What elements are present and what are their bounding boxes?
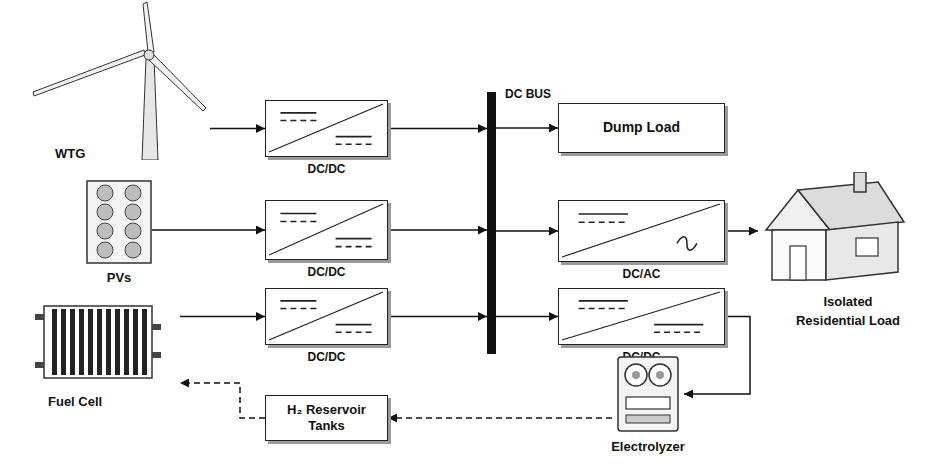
node-label: WTG bbox=[55, 146, 85, 161]
converter-box: DC/AC bbox=[558, 200, 725, 262]
elec-illustration bbox=[612, 355, 684, 433]
connector-arrow bbox=[388, 316, 487, 318]
fc-illustration bbox=[30, 300, 180, 390]
dump-load-box: Dump Load bbox=[558, 103, 725, 153]
label-slot: DC/DC bbox=[266, 159, 387, 177]
dc-dc-symbol bbox=[559, 289, 723, 343]
dc-ac-symbol bbox=[559, 201, 723, 260]
wtg-illustration bbox=[30, 0, 210, 160]
label-slot: DC/DC bbox=[266, 262, 387, 280]
house-illustration bbox=[758, 172, 908, 287]
connector-arrow bbox=[210, 128, 265, 130]
connector-arrow bbox=[725, 230, 758, 232]
node-label: DC/DC bbox=[308, 162, 346, 176]
label-slot: Fuel Cell bbox=[48, 392, 102, 410]
label-slot: Isolated Residential Load bbox=[788, 291, 908, 329]
node-label: DC/AC bbox=[623, 267, 661, 281]
node-label: DC BUS bbox=[505, 87, 551, 101]
dc-bus-bar: DC BUS bbox=[487, 92, 496, 354]
tank-box: H₂ Reservoir Tanks bbox=[265, 395, 388, 441]
elec-node: Electrolyzer bbox=[612, 355, 684, 433]
node-label: DC/DC bbox=[308, 265, 346, 279]
node-label: H₂ Reservoir Tanks bbox=[274, 402, 379, 435]
node-label: DC/DC bbox=[308, 350, 346, 364]
label-slot: DC BUS bbox=[505, 84, 551, 102]
converter-box: DC/DC bbox=[558, 288, 725, 345]
connector-arrow bbox=[180, 383, 265, 418]
label-slot: DC/AC bbox=[559, 264, 724, 282]
pv-node: PVs bbox=[86, 180, 152, 264]
connector-arrow bbox=[388, 229, 487, 231]
dc-dc-symbol bbox=[266, 101, 386, 155]
fc-node: Fuel Cell bbox=[30, 300, 180, 390]
node-label: Isolated Residential Load bbox=[796, 294, 900, 328]
converter-box: DC/DC bbox=[265, 200, 388, 260]
connector-arrow bbox=[496, 127, 558, 129]
wtg-node: WTG bbox=[30, 0, 210, 160]
connector-arrow bbox=[496, 316, 558, 318]
pv-illustration bbox=[86, 180, 152, 264]
dc-dc-symbol bbox=[266, 289, 386, 343]
label-slot: Electrolyzer bbox=[611, 437, 685, 455]
converter-box: DC/DC bbox=[265, 288, 388, 345]
connector-arrow bbox=[388, 128, 487, 130]
connector-arrow bbox=[180, 316, 265, 318]
node-label: Fuel Cell bbox=[48, 394, 102, 409]
node-label: PVs bbox=[107, 270, 132, 285]
label-slot: WTG bbox=[55, 144, 85, 162]
connector-arrow bbox=[388, 417, 612, 419]
converter-box: DC/DC bbox=[265, 100, 388, 157]
node-label: Electrolyzer bbox=[611, 439, 685, 454]
connector-arrow bbox=[496, 230, 558, 232]
label-slot: PVs bbox=[107, 268, 132, 286]
label-slot: DC/DC bbox=[266, 347, 387, 365]
connector-arrow bbox=[152, 229, 265, 231]
node-label: Dump Load bbox=[603, 119, 680, 137]
dc-dc-symbol bbox=[266, 201, 386, 258]
house-node: Isolated Residential Load bbox=[758, 172, 908, 287]
